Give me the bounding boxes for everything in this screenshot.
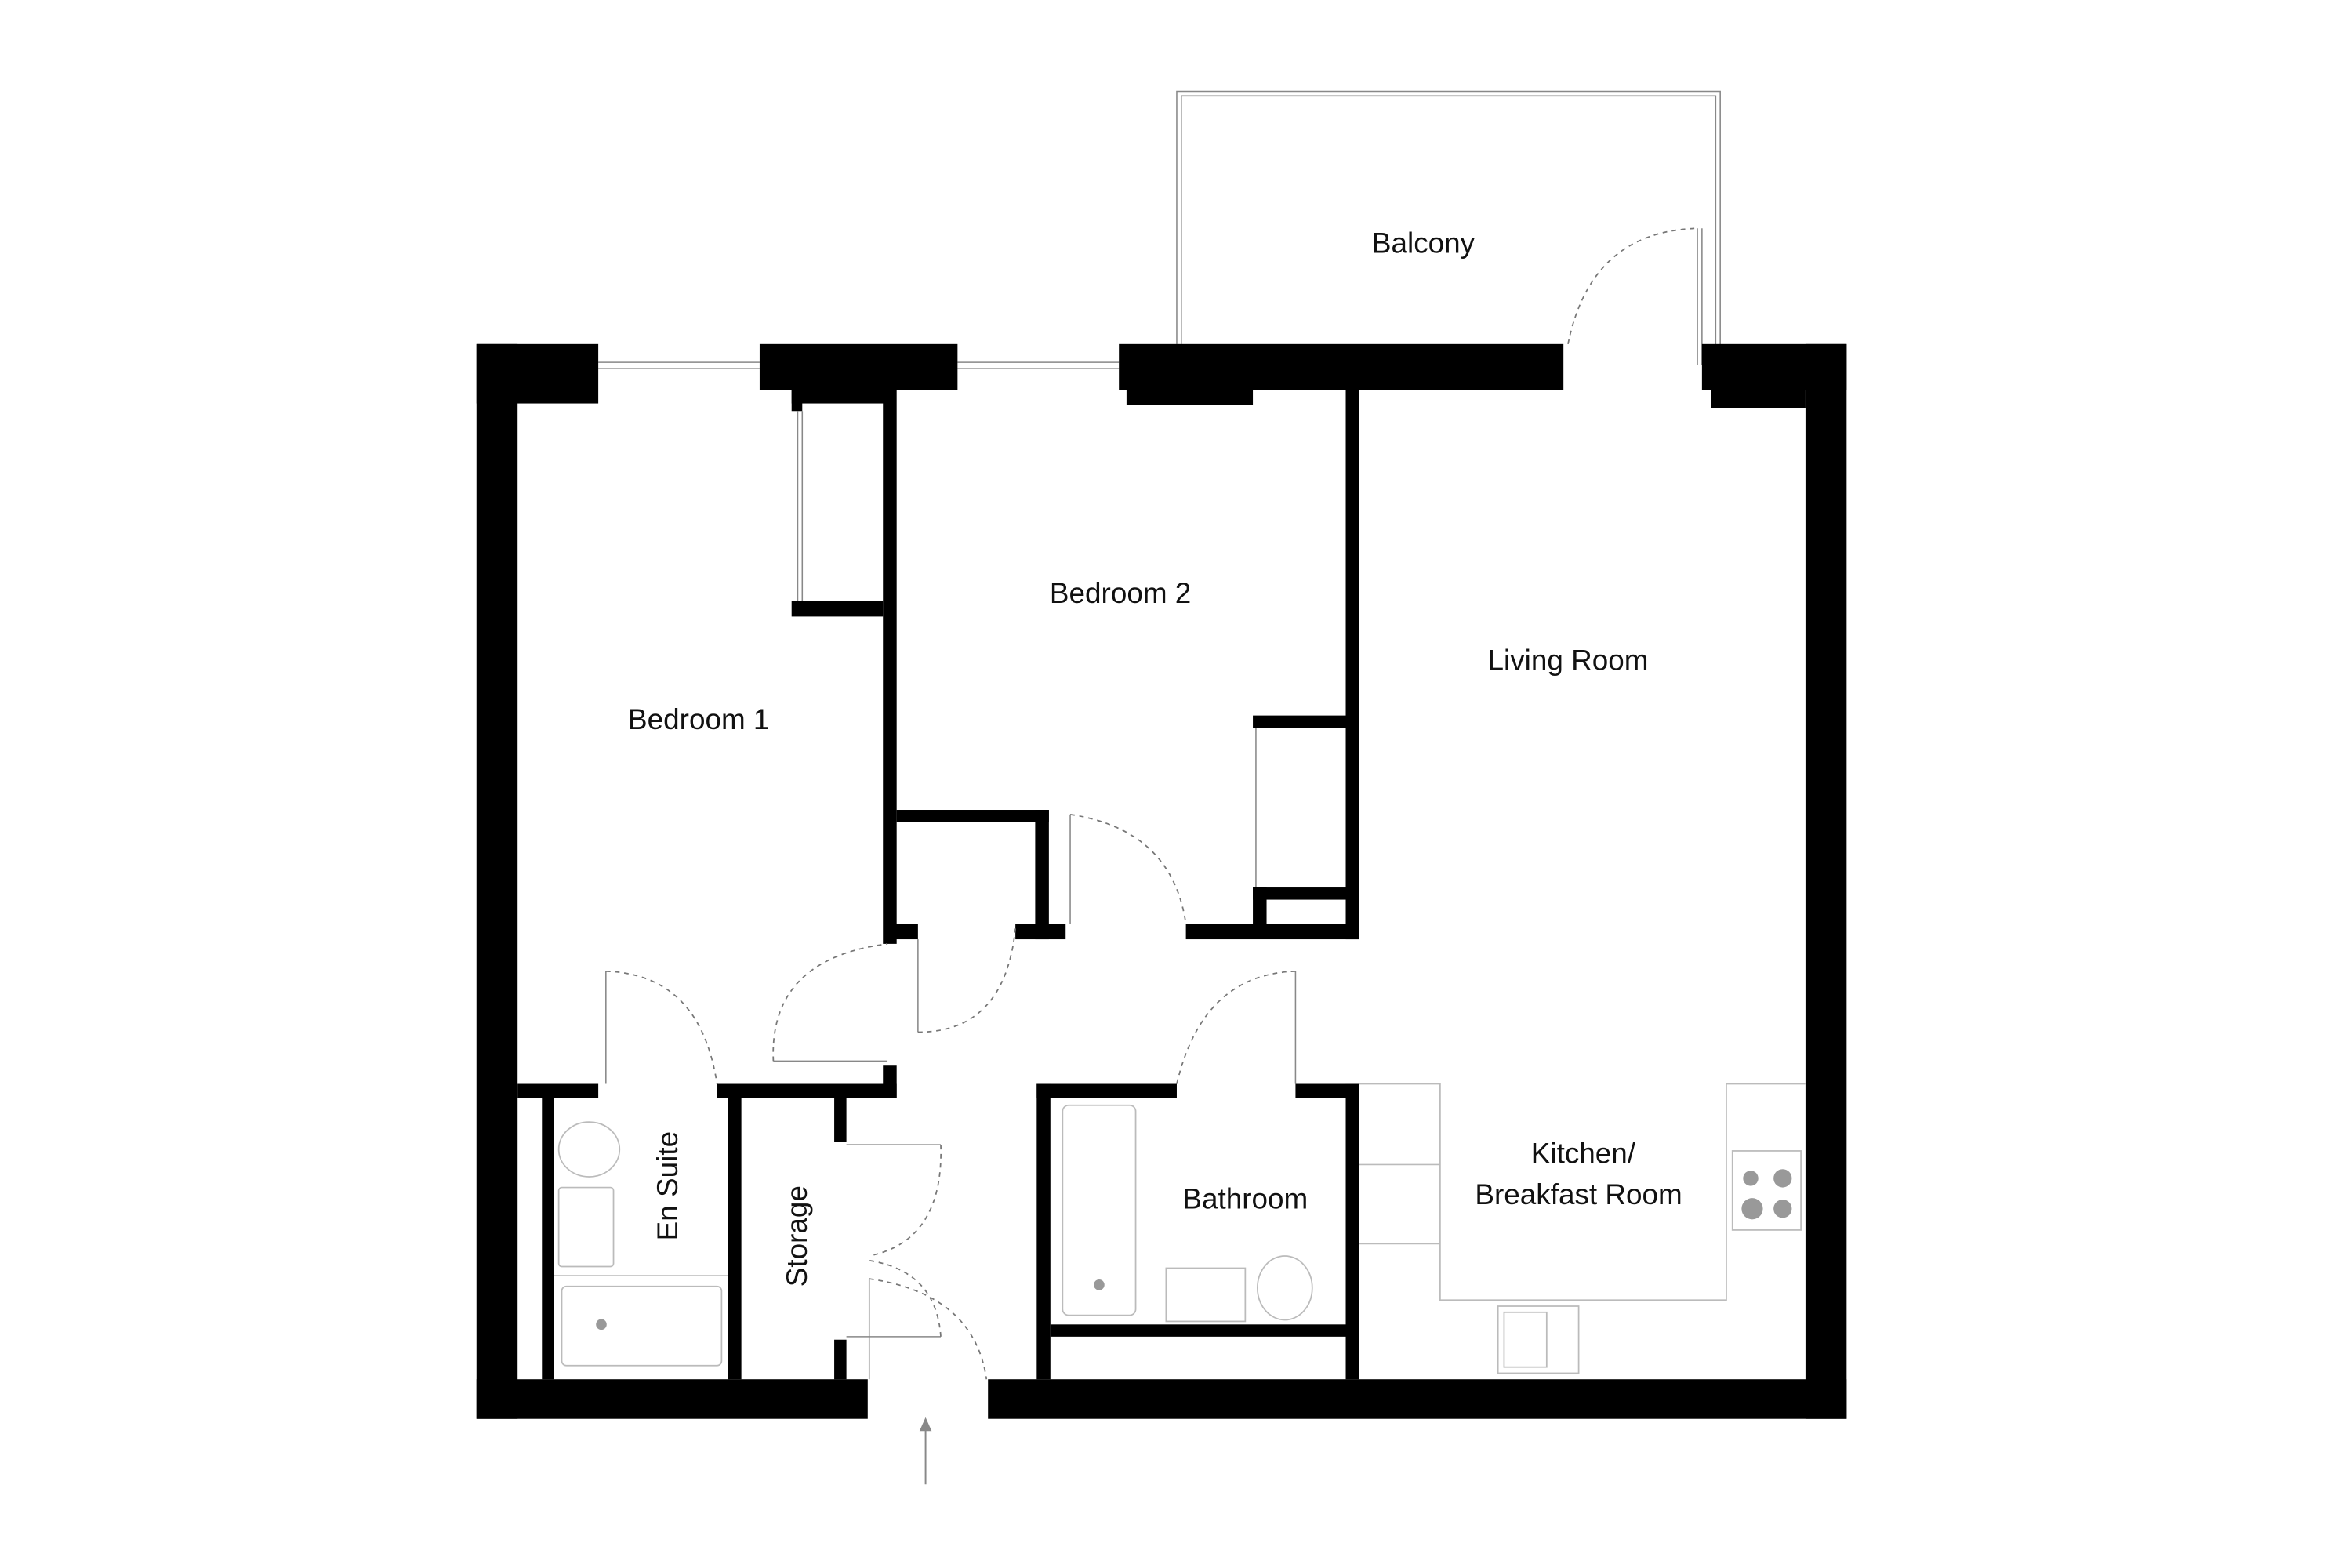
balcony-outline xyxy=(1176,90,1721,366)
bath-icon xyxy=(1062,1104,1137,1316)
label-bedroom-2: Bedroom 2 xyxy=(1050,577,1191,609)
label-kitchen-line1: Kitchen/ xyxy=(1531,1137,1636,1169)
label-en-suite: En Suite xyxy=(652,1131,684,1240)
sink-icon xyxy=(1497,1305,1580,1374)
walls xyxy=(476,343,1847,1419)
bathroom-fixtures xyxy=(1062,1104,1313,1323)
windows xyxy=(598,228,1703,369)
label-bedroom-1: Bedroom 1 xyxy=(628,703,769,735)
sink-icon xyxy=(1165,1267,1247,1323)
label-kitchen-line2: Breakfast Room xyxy=(1475,1178,1682,1210)
toilet-icon xyxy=(557,1121,621,1178)
label-storage: Storage xyxy=(781,1185,813,1287)
label-bathroom: Bathroom xyxy=(1182,1183,1308,1215)
hob-icon xyxy=(1731,1150,1802,1231)
door-swings xyxy=(605,227,1698,1380)
kitchen-fixtures xyxy=(1359,1083,1806,1374)
entrance-arrow-icon xyxy=(919,1417,932,1485)
label-living-room: Living Room xyxy=(1488,644,1649,676)
bath-icon xyxy=(561,1285,723,1367)
sink-icon xyxy=(557,1186,615,1268)
toilet-icon xyxy=(1257,1255,1313,1321)
label-balcony: Balcony xyxy=(1372,227,1475,259)
wardrobes xyxy=(797,411,1257,888)
ensuite-fixtures xyxy=(554,1121,728,1367)
